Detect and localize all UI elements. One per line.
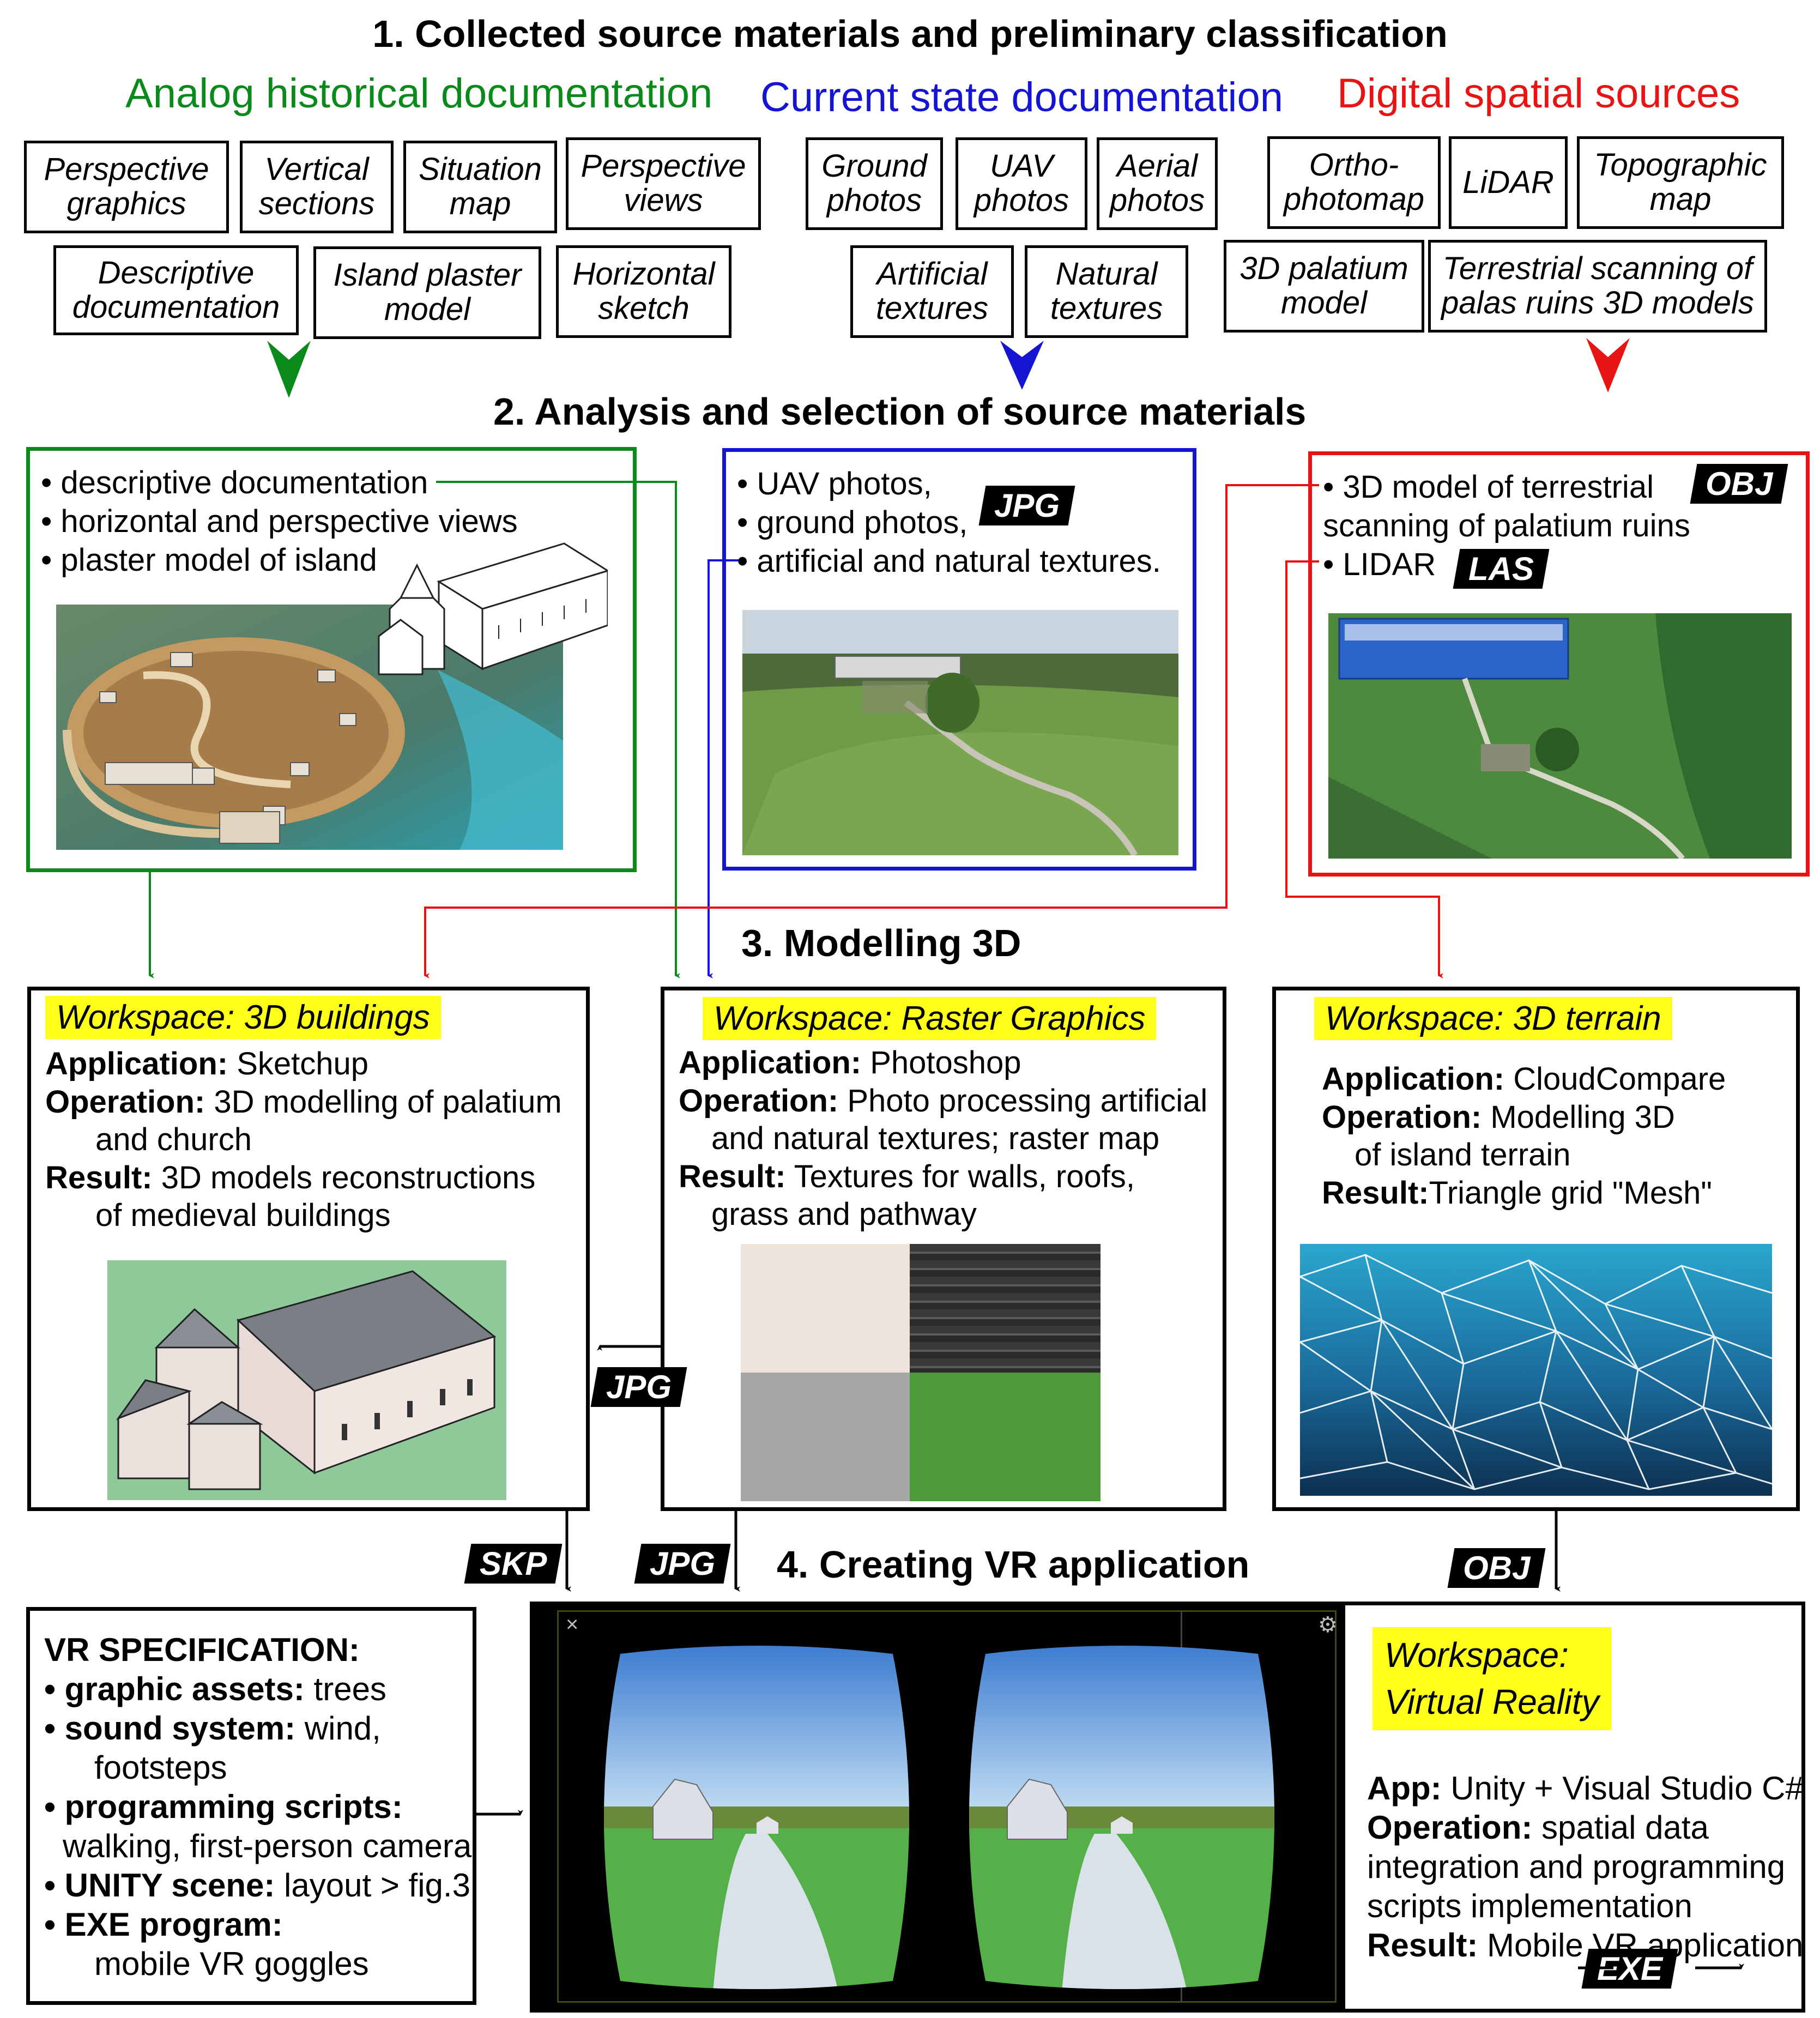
source-uav-photos: UAV photos: [956, 137, 1087, 230]
heading-collected-sources: 1. Collected source materials and prelim…: [372, 13, 1448, 55]
vr-specification-text: VR SPECIFICATION: • graphic assets: tree…: [44, 1632, 472, 1982]
digital-selected-item: scanning of palatium ruins: [1323, 507, 1690, 543]
vr-specification-panel: VR SPECIFICATION: • graphic assets: tree…: [26, 1607, 476, 2005]
source-artificial-textures: Artificial textures: [850, 245, 1014, 338]
roof-texture-swatch: [910, 1244, 1101, 1373]
workspace-virtual-reality: Workspace: Virtual Reality App: Unity + …: [1345, 1602, 1805, 2013]
workspace-buildings-label: Workspace: 3D buildings: [45, 996, 441, 1040]
category-current: Current state documentation: [760, 74, 1283, 120]
heading-creating-vr: 4. Creating VR application: [777, 1543, 1250, 1586]
pathway-texture-swatch: [741, 1373, 910, 1501]
category-digital: Digital spatial sources: [1337, 70, 1740, 117]
analog-selected-item: • descriptive documentation: [41, 465, 428, 500]
heading-modelling-3d: 3. Modelling 3D: [741, 922, 1021, 964]
current-selected-item: • UAV photos,: [737, 466, 932, 502]
digital-selected-list: • 3D model of terrestrial scanning of pa…: [1323, 468, 1690, 584]
current-selected-item: • ground photos,: [737, 504, 968, 540]
source-perspective-graphics: Perspective graphics: [24, 141, 229, 233]
source-perspective-views: Perspective views: [566, 137, 761, 230]
analysis-panel-analog: • descriptive documentation • horizontal…: [26, 447, 637, 872]
terrain-mesh-image: [1300, 1244, 1772, 1496]
workspace-raster-graphics: Workspace: Raster Graphics Application: …: [661, 987, 1226, 1511]
source-terrestrial-scanning: Terrestrial scanning of palas ruins 3D m…: [1428, 240, 1767, 333]
analysis-panel-digital: • 3D model of terrestrial scanning of pa…: [1308, 451, 1810, 877]
island-plaster-model-image: [56, 605, 563, 850]
current-selected-item: • artificial and natural textures.: [737, 543, 1161, 579]
workspace-3d-buildings: Workspace: 3D buildings Application: Ske…: [27, 987, 590, 1511]
uav-photo-image: [742, 610, 1178, 855]
source-lidar: LiDAR: [1449, 136, 1568, 229]
source-orthophotomap: Ortho- photomap: [1267, 136, 1441, 229]
palatium-sketch-image: [368, 533, 608, 691]
source-aerial-photos: Aerial photos: [1097, 137, 1218, 230]
lidar-scan-image: [1328, 613, 1792, 859]
analog-selected-list: • descriptive documentation • horizontal…: [41, 464, 518, 579]
wall-texture-swatch: [741, 1244, 910, 1373]
workspace-raster-text: Application: Photoshop Operation: Photo …: [679, 1045, 1208, 1232]
workspace-terrain-label: Workspace: 3D terrain: [1314, 997, 1672, 1041]
source-horizontal-sketch: Horizontal sketch: [556, 245, 731, 338]
digital-selected-item: • LIDAR: [1323, 546, 1436, 582]
workspace-buildings-text: Application: Sketchup Operation: 3D mode…: [45, 1046, 562, 1234]
vr-stereo-viewer: × ⚙: [530, 1602, 1352, 2013]
vr-right-eye-view: [969, 1646, 1274, 1989]
category-analog: Analog historical documentation: [125, 70, 713, 117]
source-descriptive-documentation: Descriptive documentation: [53, 245, 299, 335]
grass-texture-swatch: [910, 1373, 1101, 1501]
workspace-terrain-text: Application: CloudCompare Operation: Mod…: [1322, 1061, 1726, 1211]
source-situation-map: Situation map: [403, 141, 557, 233]
digital-selected-item: • 3D model of terrestrial: [1323, 469, 1654, 505]
current-chevron-arrow: [1000, 341, 1044, 390]
workspace-vr-label: Workspace: Virtual Reality: [1372, 1627, 1611, 1730]
workspace-vr-text: App: Unity + Visual Studio C# Operation:…: [1367, 1770, 1804, 1963]
sketchup-model-image: [107, 1260, 506, 1500]
gear-icon[interactable]: ⚙: [1318, 1613, 1338, 1637]
source-island-plaster-model: Island plaster model: [313, 246, 541, 339]
vr-left-eye-view: [604, 1646, 909, 1989]
current-selected-list: • UAV photos, • ground photos, • artific…: [737, 465, 1161, 581]
source-topographic-map: Topographic map: [1577, 136, 1784, 229]
source-natural-textures: Natural textures: [1025, 245, 1188, 338]
source-ground-photos: Ground photos: [806, 137, 943, 230]
close-icon[interactable]: ×: [566, 1612, 579, 1636]
source-3d-palatium-model: 3D palatium model: [1224, 240, 1424, 333]
analog-selected-item: • plaster model of island: [41, 542, 377, 578]
workspace-raster-label: Workspace: Raster Graphics: [703, 997, 1157, 1041]
analysis-panel-current: • UAV photos, • ground photos, • artific…: [722, 448, 1196, 871]
vr-viewport-frame: [557, 1610, 1337, 2003]
analog-chevron-arrow: [267, 341, 311, 398]
heading-analysis-selection: 2. Analysis and selection of source mate…: [493, 390, 1307, 433]
digital-chevron-arrow: [1586, 338, 1630, 392]
workspace-3d-terrain: Workspace: 3D terrain Application: Cloud…: [1272, 987, 1800, 1511]
analog-selected-item: • horizontal and perspective views: [41, 503, 518, 539]
source-vertical-sections: Vertical sections: [240, 141, 394, 233]
